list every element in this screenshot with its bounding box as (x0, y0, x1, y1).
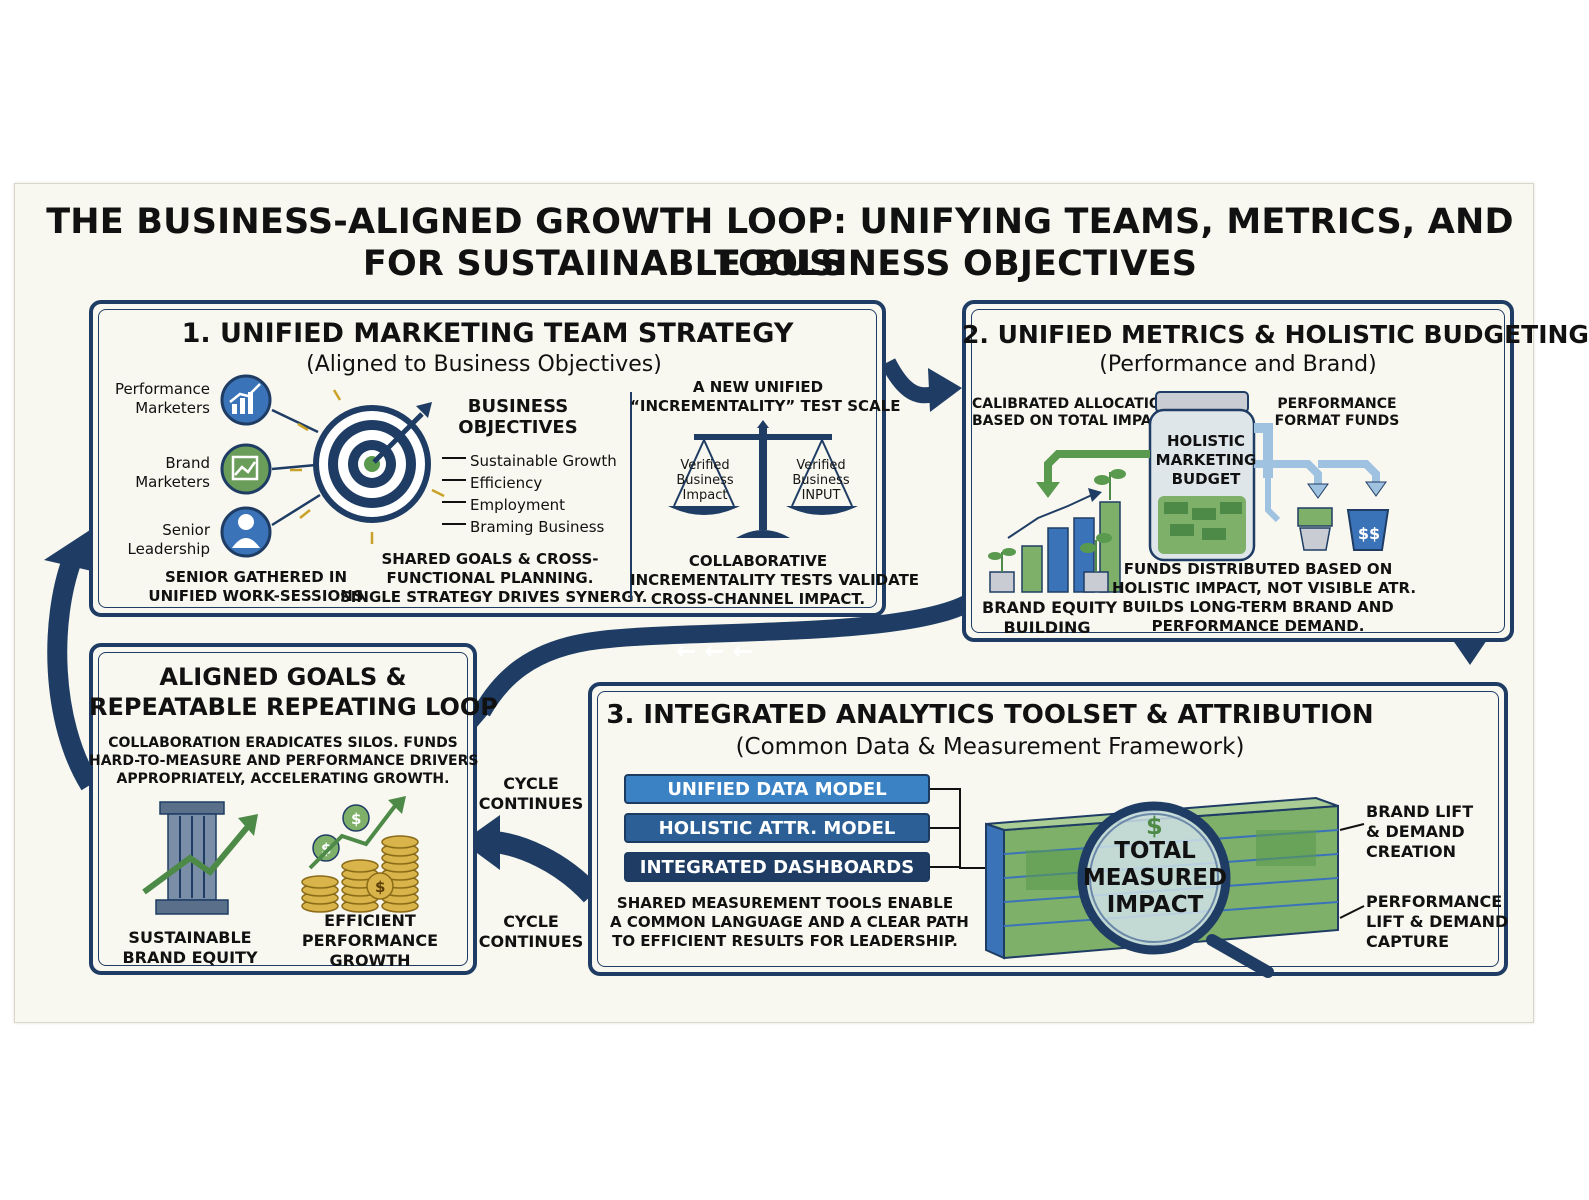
target-icon (290, 389, 445, 544)
arrow-2-to-4 (474, 587, 987, 717)
coins-icon: $ $ $ (301, 796, 419, 913)
tool-holistic-attr-model: HOLISTIC ATTR. MODEL (624, 813, 930, 843)
panel1-divider (630, 392, 632, 600)
arrow-1-to-2-head (928, 368, 962, 412)
objectives-list: Sustainable Growth Efficiency Employment… (470, 450, 617, 538)
panel4-illustration: $ $ $ (142, 796, 419, 915)
arrow-4-to-1 (47, 556, 99, 791)
tool-unified-data-model: UNIFIED DATA MODEL (624, 774, 930, 804)
arrow-3-to-4 (493, 831, 601, 903)
cycle-continues-lower: CYCLE CONTINUES (478, 912, 584, 951)
brand-lift-label: BRAND LIFT & DEMAND CREATION (1366, 802, 1474, 861)
budget-jar-icon (1148, 391, 1256, 562)
svg-text:$: $ (375, 878, 385, 896)
growth-bars-icon (1007, 488, 1121, 593)
sustainable-brand-caption: SUSTAINABLE BRAND EQUITY (122, 928, 258, 967)
performance-funds-label: PERFORMANCE FORMAT FUNDS (1274, 396, 1400, 429)
page-title-line1: THE BUSINESS-ALIGNED GROWTH LOOP: UNIFYI… (46, 202, 1514, 284)
scale-caption: COLLABORATIVE INCREMENTALITY TESTS VALID… (630, 552, 920, 608)
roles-and-target (220, 374, 445, 558)
brand-image-icon (220, 443, 272, 495)
panel1-heading: 1. UNIFIED MARKETING TEAM STRATEGY (181, 318, 794, 349)
calibrated-allocation-label: CALIBRATED ALLOCATION BASED ON TOTAL IMP… (972, 396, 1173, 429)
panel3-subheading: (Common Data & Measurement Framework) (735, 734, 1245, 760)
panel2-heading: 2. UNIFIED METRICS & HOLISTIC BUDGETING (962, 320, 1589, 349)
strategy-caption: SHARED GOALS & CROSS- FUNCTIONAL PLANNIN… (340, 550, 648, 606)
panel4-heading: ALIGNED GOALS & REPEATABLE REPEATING LOO… (89, 663, 498, 721)
tools-caption: SHARED MEASUREMENT TOOLS ENABLE A COMMON… (610, 894, 969, 950)
svg-text:$: $ (351, 810, 361, 828)
plant-icon (988, 469, 1126, 593)
cycle-continues-upper: CYCLE CONTINUES (478, 774, 584, 813)
svg-text:$: $ (1146, 812, 1163, 840)
efficient-performance-caption: EFFICIENT PERFORMANCE GROWTH (301, 911, 439, 970)
panel-unified-team-strategy (89, 300, 886, 617)
objectives-title: BUSINESS OBJECTIVES (458, 396, 578, 438)
arrow-3-to-4-head (462, 815, 500, 870)
brand-equity-caption: BRAND EQUITY BUILDING (982, 598, 1118, 637)
money-lens-illustration: $ (985, 796, 1339, 978)
panel4-description: COLLABORATION ERADICATES SILOS. FUNDS HA… (89, 735, 479, 787)
chart-icon (220, 374, 272, 426)
objective-lines (442, 457, 466, 525)
money-cup-icon (1346, 509, 1390, 551)
growth-arrow-icon (142, 822, 253, 895)
arrow-chevrons: ← ← ← (676, 637, 753, 665)
panel1-subheading: (Aligned to Business Objectives) (306, 352, 662, 377)
panel3-heading: 3. INTEGRATED ANALYTICS TOOLSET & ATTRIB… (606, 700, 1374, 730)
tool-integrated-dashboards: INTEGRATED DASHBOARDS (624, 852, 930, 882)
objective-item: Braming Business (470, 518, 605, 536)
balance-scale-icon (668, 420, 858, 538)
objective-item: Employment (470, 496, 566, 514)
arrow-4-to-1-head (44, 530, 96, 572)
tool-connector-lines (930, 788, 1000, 869)
cup-label: $$ (1357, 524, 1381, 543)
scale-right-label: Verified Business INPUT (792, 458, 850, 503)
jar-label: HOLISTIC MARKETING BUDGET (1155, 432, 1257, 488)
lift-connector-lines (1339, 823, 1365, 919)
money-stack-icon (1297, 507, 1333, 551)
page-title-line2: FOR SUSTAIINABLE BUSINESS OBJECTIVES (362, 244, 1198, 284)
panel2-subheading: (Performance and Brand) (1099, 352, 1377, 377)
performance-lift-label: PERFORMANCE LIFT & DEMAND CAPTURE (1366, 892, 1509, 951)
budget-illustration (988, 391, 1390, 593)
magnifier-icon: $ (1077, 801, 1274, 978)
objective-item: Efficiency (470, 474, 543, 492)
lens-label: TOTAL MEASURED IMPACT (1082, 838, 1228, 918)
person-icon (220, 506, 272, 558)
scale-title: A NEW UNIFIED “INCREMENTALITY” TEST SCAL… (630, 378, 901, 415)
funds-caption: FUNDS DISTRIBUTED BASED ON HOLISTIC IMPA… (1112, 560, 1417, 635)
roles-caption: SENIOR GATHERED IN UNIFIED WORK-SESSIONS (148, 568, 364, 605)
objective-item: Sustainable Growth (470, 452, 617, 470)
scale-left-label: Verified Business Impact (676, 458, 734, 503)
